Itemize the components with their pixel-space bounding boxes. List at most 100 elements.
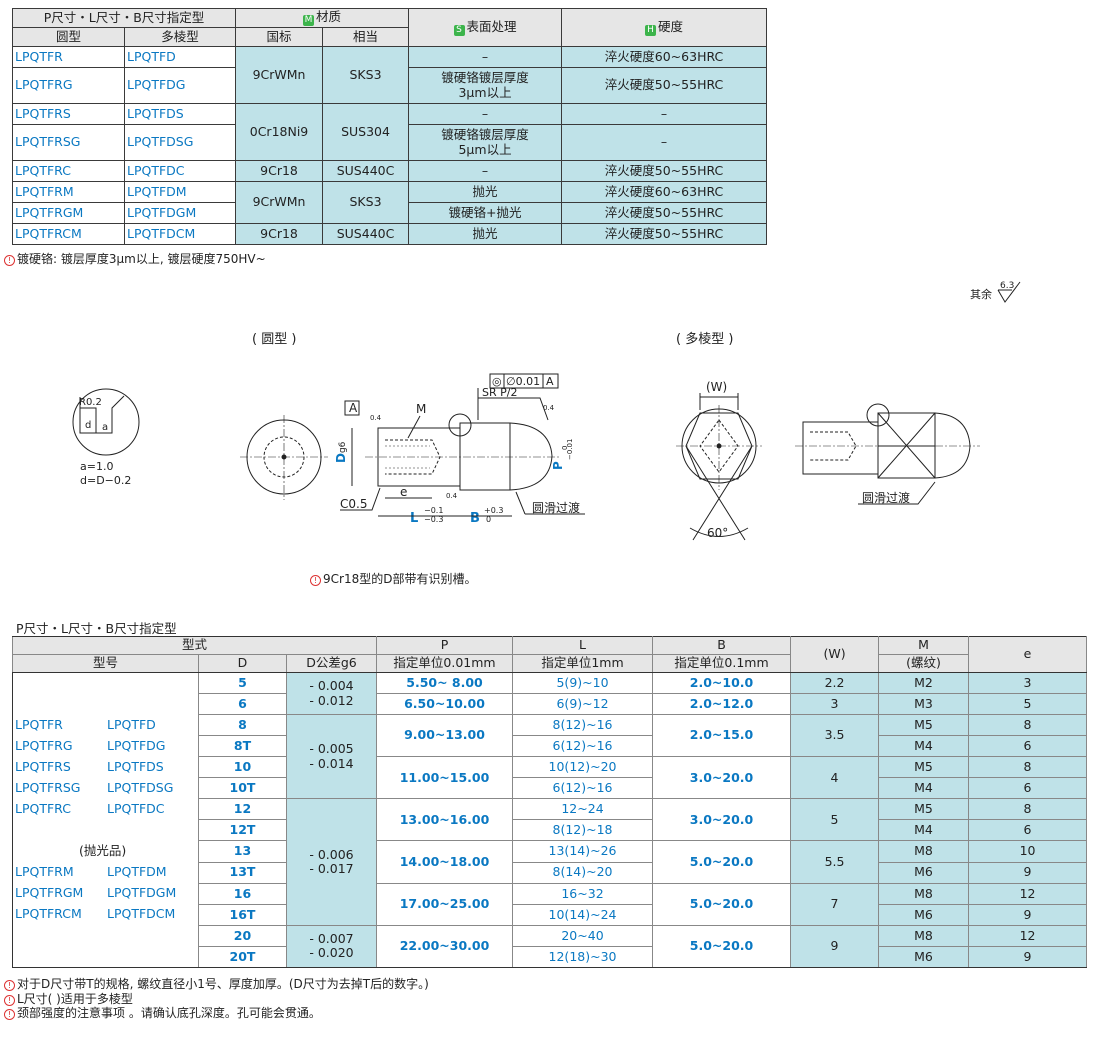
drawing-note: !9Cr18型的D部带有识别槽。: [310, 570, 476, 587]
e-cell: 8: [968, 713, 1088, 736]
header-w: (W): [790, 636, 880, 673]
l-cell: 8(12)~16: [512, 713, 654, 736]
model-link[interactable]: LPQTFR: [12, 46, 125, 68]
material-eq: SUS440C: [322, 223, 410, 245]
detail-note-d: d=D−0.2: [80, 474, 131, 487]
p-cell: 6.50~10.00: [376, 693, 514, 715]
w-cell: 3: [790, 693, 880, 715]
b-cell: 2.0~15.0: [652, 713, 792, 757]
roughness-small-1: 0.4: [370, 414, 382, 422]
label-m: M: [416, 402, 426, 416]
p-cell: 13.00~16.00: [376, 798, 514, 841]
m-cell: M8: [878, 840, 970, 863]
tolerance-frame: ◎ ∅0.01 A: [489, 373, 559, 389]
header-b-unit: 指定单位0.1mm: [652, 654, 792, 673]
l-cell: 12(18)~30: [512, 946, 654, 968]
size-table: 型式 P L B (W) M e 型号 D D公差g6 指定单位0.01mm 指…: [11, 636, 1088, 969]
table-note-1: !对于D尺寸带T的规格, 螺纹直径小1号、厚度加厚。(D尺寸为去掉T后的数字。): [4, 975, 429, 992]
l-tol-upper: −0.1: [424, 506, 443, 515]
d-cell: 10: [198, 756, 287, 778]
m-cell: M4: [878, 777, 970, 799]
dtol-cell: - 0.005- 0.014: [285, 713, 378, 799]
model-link[interactable]: LPQTFRCM: [12, 223, 125, 245]
l-cell: 16~32: [512, 882, 654, 905]
col-poly: 多棱型: [123, 27, 237, 47]
header-l-unit: 指定单位1mm: [512, 654, 654, 673]
w-cell: 2.2: [790, 672, 880, 694]
d-cell: 8: [198, 713, 287, 736]
hardness-cell: 淬火硬度50~55HRC: [561, 202, 768, 224]
col-eq: 相当: [322, 27, 410, 47]
header-type: 型式: [11, 636, 378, 655]
model-link[interactable]: LPQTFRS: [12, 103, 125, 125]
svg-text:R0.2: R0.2: [79, 397, 102, 408]
e-cell: 8: [968, 798, 1088, 820]
model-row: [15, 673, 196, 694]
d-cell: 16: [198, 882, 287, 905]
model-row: [15, 820, 196, 841]
other-surface-label: 其余: [970, 287, 992, 301]
material-eq: SUS440C: [322, 160, 410, 182]
e-cell: 10: [968, 840, 1088, 863]
svg-text:◎: ◎: [492, 375, 502, 388]
d-cell: 13T: [198, 861, 287, 884]
model-link[interactable]: LPQTFRM: [12, 181, 125, 203]
d-cell: 16T: [198, 903, 287, 926]
round-end-view: [240, 415, 328, 500]
hardness-tag-icon: H: [645, 24, 657, 36]
table-note-2: !L尺寸( )适用于多棱型: [4, 990, 133, 1007]
model-link[interactable]: LPQTFDC: [123, 160, 237, 182]
b-tol-upper: +0.3: [484, 506, 503, 515]
label-d: Dg6: [334, 441, 348, 463]
p-tol-upper: 0: [561, 446, 569, 450]
d-cell: 8T: [198, 735, 287, 757]
model-link[interactable]: LPQTFRGM: [12, 202, 125, 224]
model-link[interactable]: LPQTFDGM: [123, 202, 237, 224]
svg-text:d: d: [85, 420, 91, 431]
model-link[interactable]: LPQTFDG: [123, 67, 237, 104]
model-link[interactable]: LPQTFDM: [123, 181, 237, 203]
detail-view: R0.2 d a: [72, 388, 140, 456]
model-link[interactable]: LPQTFRC: [12, 160, 125, 182]
dtol-cell: - 0.007- 0.020: [285, 924, 378, 969]
p-cell: 5.50~ 8.00: [376, 672, 514, 694]
model-link[interactable]: LPQTFRG: [12, 67, 125, 104]
model-link[interactable]: LPQTFDS: [123, 103, 237, 125]
label-e: e: [400, 485, 407, 499]
dtol-cell: - 0.006- 0.017: [285, 798, 378, 926]
surface-cell: –: [408, 103, 563, 125]
material-gb: 9Cr18: [235, 160, 324, 182]
model-link[interactable]: LPQTFD: [123, 46, 237, 68]
svg-text:A: A: [546, 375, 554, 388]
model-link[interactable]: LPQTFRSG: [12, 124, 125, 161]
surface-cell: –: [408, 46, 563, 68]
l-cell: 5(9)~10: [512, 672, 654, 694]
col-round: 圆型: [12, 27, 125, 47]
p-cell: 17.00~25.00: [376, 882, 514, 926]
e-cell: 9: [968, 946, 1088, 968]
m-cell: M5: [878, 756, 970, 778]
model-link[interactable]: LPQTFDCM: [123, 223, 237, 245]
caution-icon: !: [4, 980, 15, 991]
roughness-small-3: 0.4: [446, 492, 458, 500]
d-cell: 20: [198, 924, 287, 947]
material-tag-icon: M: [303, 15, 315, 26]
l-cell: 10(12)~20: [512, 756, 654, 778]
d-cell: 6: [198, 693, 287, 715]
surface-cell: 抛光: [408, 223, 563, 245]
model-row: [15, 694, 196, 715]
model-link[interactable]: LPQTFDSG: [123, 124, 237, 161]
p-cell: 11.00~15.00: [376, 756, 514, 799]
l-cell: 12~24: [512, 798, 654, 820]
